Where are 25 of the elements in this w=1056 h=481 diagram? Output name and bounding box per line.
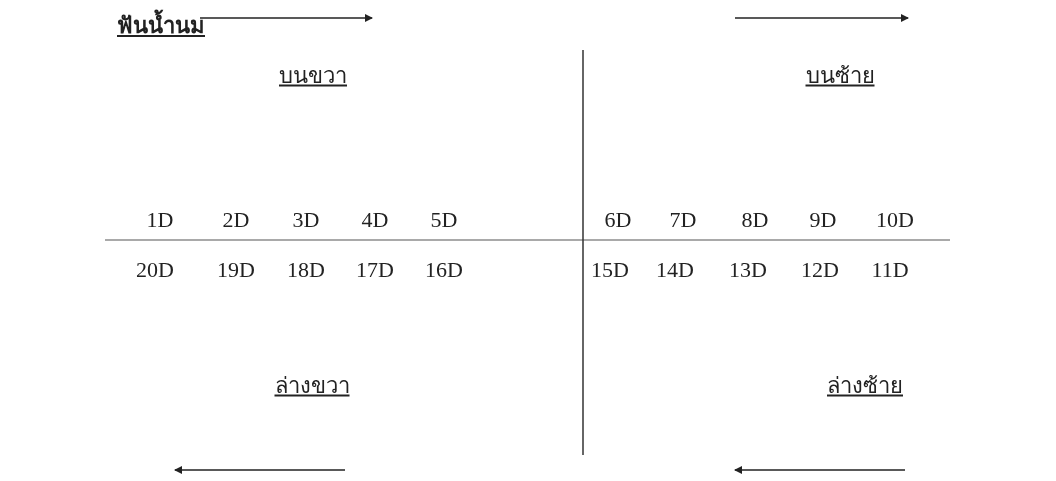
tooth-code: 5D	[430, 207, 458, 233]
tooth-code: 9D	[809, 207, 837, 233]
tooth-code: 3D	[292, 207, 320, 233]
tooth-code: 14D	[656, 257, 694, 283]
tooth-code: 7D	[669, 207, 697, 233]
tooth-code: 20D	[136, 257, 174, 283]
tooth-code: 15D	[591, 257, 629, 283]
quadrant-label: ล่างขวา	[274, 371, 350, 400]
tooth-code: 13D	[729, 257, 767, 283]
tooth-code: 12D	[801, 257, 839, 283]
tooth-code: 2D	[222, 207, 250, 233]
tooth-code: 8D	[741, 207, 769, 233]
tooth-code: 10D	[876, 207, 914, 233]
tooth-code: 11D	[871, 257, 909, 283]
tooth-code: 16D	[425, 257, 463, 283]
tooth-code: 18D	[287, 257, 325, 283]
chart-title: ฟันน้ำนม	[117, 8, 205, 43]
tooth-code: 19D	[217, 257, 255, 283]
tooth-code: 17D	[356, 257, 394, 283]
quadrant-label: บนซ้าย	[805, 61, 875, 90]
tooth-code: 4D	[361, 207, 389, 233]
quadrant-label: ล่างซ้าย	[827, 371, 903, 400]
tooth-code: 1D	[146, 207, 174, 233]
quadrant-label: บนขวา	[279, 61, 347, 90]
tooth-code: 6D	[604, 207, 632, 233]
